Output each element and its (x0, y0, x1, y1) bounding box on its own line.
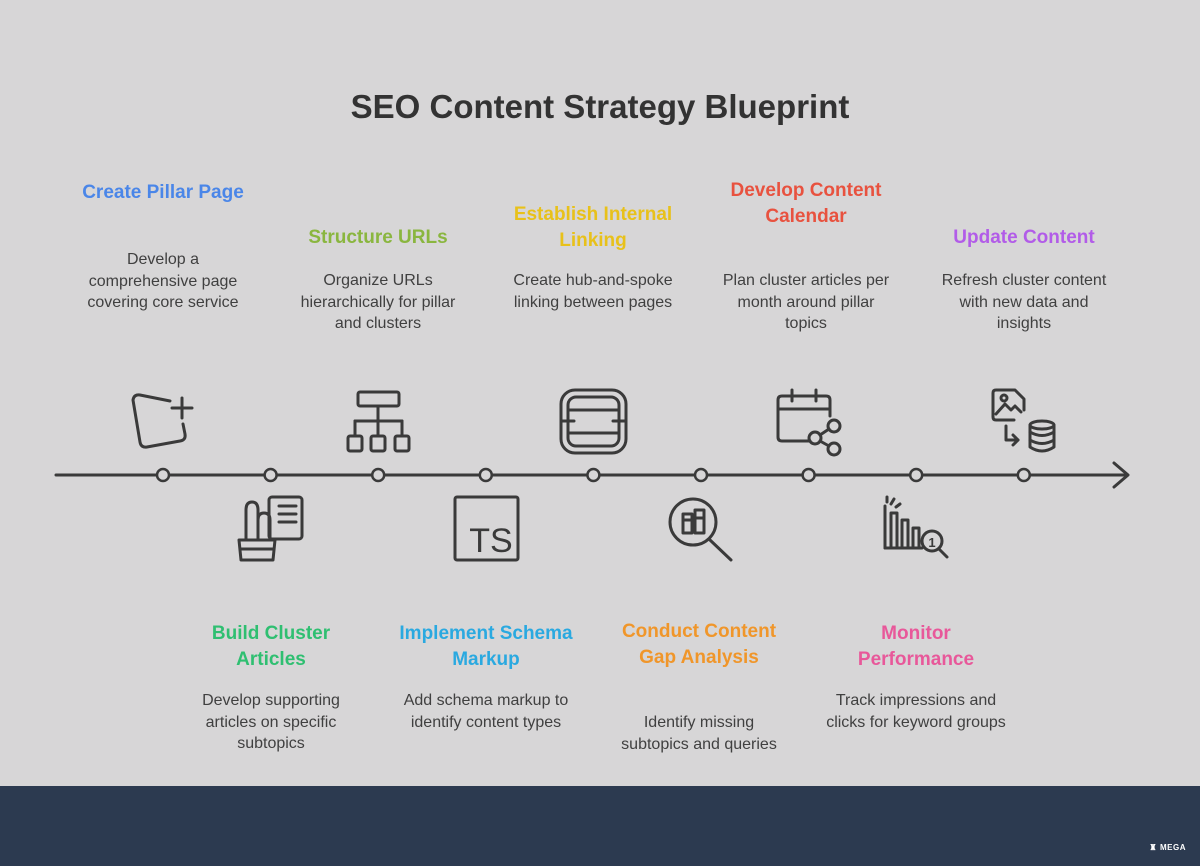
brand-logo: ♜ MEGA (1149, 843, 1186, 852)
timeline-dot (586, 467, 601, 483)
timeline-dot (1016, 467, 1032, 483)
step-description: Track impressions and clicks for keyword… (826, 692, 1006, 731)
diagram-canvas: SEO Content Strategy Blueprint (54, 88, 1130, 753)
step-title: Structure URLs (308, 227, 448, 248)
step-description: Plan cluster articles per month around p… (722, 272, 890, 332)
timeline-dot (263, 467, 278, 483)
timeline-dot (155, 467, 171, 483)
timeline-dot (478, 467, 494, 483)
step-title: Establish Internal Linking (513, 204, 673, 251)
ts-glyph: TS (469, 522, 512, 560)
step-description: Organize URLs hierarchically for pillar … (300, 272, 456, 332)
articles-icon (237, 495, 304, 562)
update-data-icon (991, 388, 1056, 453)
add-page-icon (131, 393, 194, 449)
step-description: Refresh cluster content with new data an… (941, 272, 1107, 332)
timeline-dot (370, 467, 386, 483)
timeline-dots (155, 467, 1032, 483)
step-title: Update Content (953, 227, 1095, 248)
typescript-icon (453, 495, 520, 562)
timeline-dot (801, 467, 816, 483)
performance-icon (883, 495, 949, 559)
step-title: Create Pillar Page (82, 182, 244, 203)
footer-bar: ♜ MEGA (0, 786, 1200, 866)
mega-icon: ♜ (1149, 843, 1157, 852)
timeline-dot (908, 467, 924, 483)
linking-icon (559, 388, 628, 455)
timeline-dot (693, 467, 709, 483)
step-description: Develop supporting articles on specific … (202, 692, 340, 752)
timeline-graphic: TS 1 (54, 388, 1130, 562)
step-description: Identify missing subtopics and queries (621, 714, 777, 753)
step-description: Create hub-and-spoke linking between pag… (513, 272, 673, 311)
rank-glyph: 1 (928, 535, 935, 550)
hierarchy-icon (346, 390, 411, 453)
step-title: Build Cluster Articles (211, 623, 331, 670)
gap-analysis-icon (668, 497, 733, 562)
step-title: Implement Schema Markup (399, 623, 573, 670)
step-title: Develop Content Calendar (730, 180, 882, 227)
step-title: Monitor Performance (857, 623, 975, 670)
step-title: Conduct Content Gap Analysis (621, 621, 777, 668)
calendar-share-icon (776, 388, 842, 457)
brand-label: MEGA (1160, 843, 1186, 852)
step-description: Develop a comprehensive page covering co… (87, 251, 239, 311)
diagram-title: SEO Content Strategy Blueprint (350, 88, 850, 125)
step-description: Add schema markup to identify content ty… (403, 692, 569, 731)
